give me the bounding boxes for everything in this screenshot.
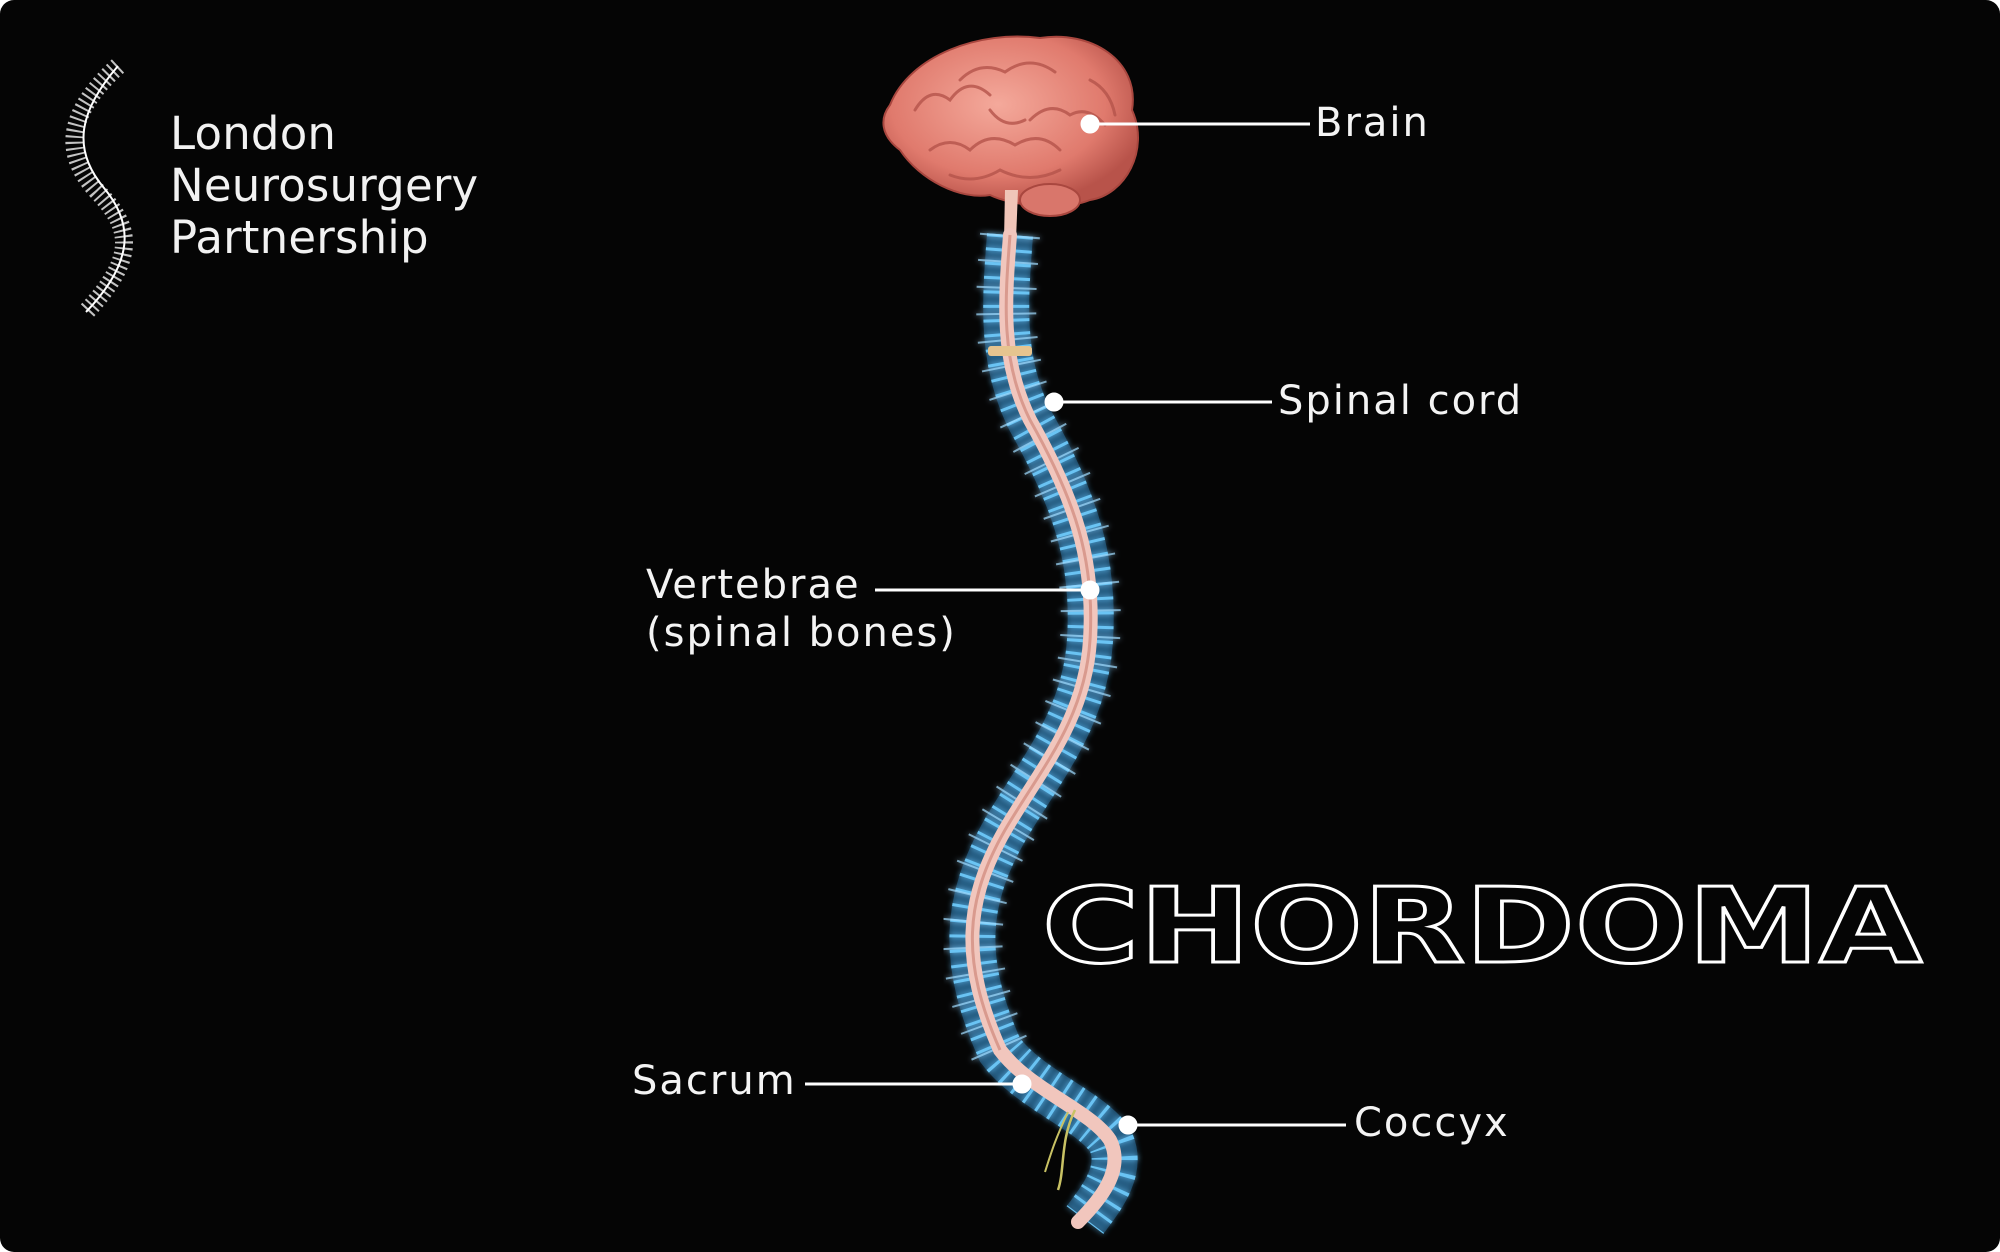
- svg-text:CHORDOMA: CHORDOMA: [1042, 870, 1922, 980]
- label-vertebrae: Vertebrae: [646, 562, 861, 608]
- leader-lines: [805, 114, 1346, 1135]
- label-sacrum: Sacrum: [632, 1058, 797, 1104]
- label-coccyx: Coccyx: [1354, 1100, 1510, 1146]
- chordoma-title: CHORDOMA: [1041, 870, 1924, 980]
- logo-line-1: London: [170, 107, 337, 160]
- sacrum-dot: [1012, 1074, 1032, 1094]
- vertebrae-dot: [1080, 580, 1100, 600]
- spinal-cord-dot: [1044, 392, 1064, 412]
- logo-line-2: Neurosurgery: [170, 159, 479, 212]
- brain-dot: [1080, 114, 1100, 134]
- brain-illustration: [882, 35, 1139, 240]
- logo-line-3: Partnership: [170, 211, 429, 264]
- logo-text: London Neurosurgery Partnership: [170, 108, 478, 264]
- label-spinal-cord: Spinal cord: [1278, 378, 1524, 424]
- coccyx-dot: [1118, 1115, 1138, 1135]
- vertebrae-column: [942, 232, 1138, 1234]
- spinal-cord: [965, 228, 1122, 1229]
- label-brain: Brain: [1315, 100, 1430, 146]
- label-vertebrae-subtitle: (spinal bones): [646, 610, 957, 656]
- spine-swirl-icon: [65, 59, 133, 319]
